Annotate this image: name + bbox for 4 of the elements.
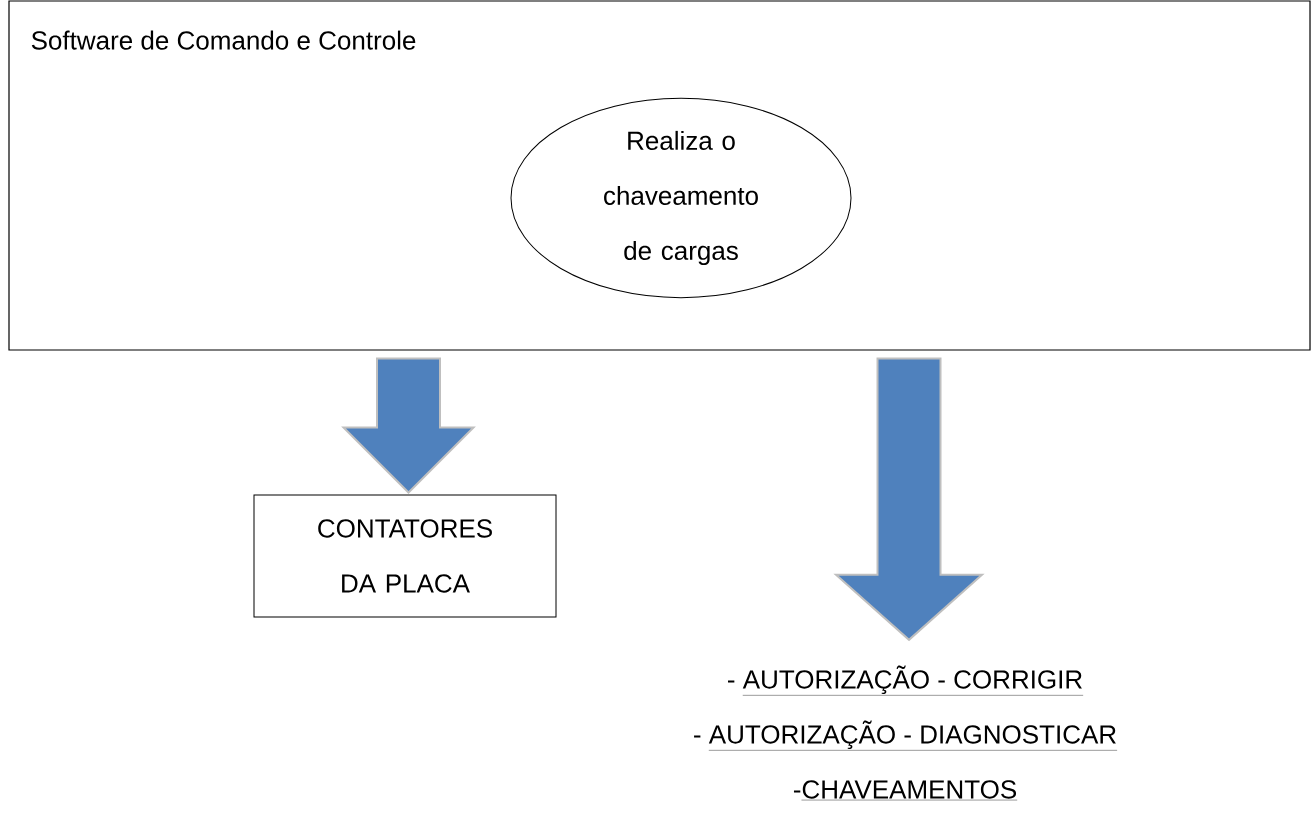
text-block: - AUTORIZAÇÃO - CORRIGIR - AUTORIZAÇÃO - DIAGNOSTICAR -CHAVEAMENTOS (694, 665, 1118, 801)
process-box: CONTATORES DA PLACA (253, 494, 557, 618)
block-arrow (341, 357, 476, 494)
block-arrow (833, 357, 985, 642)
